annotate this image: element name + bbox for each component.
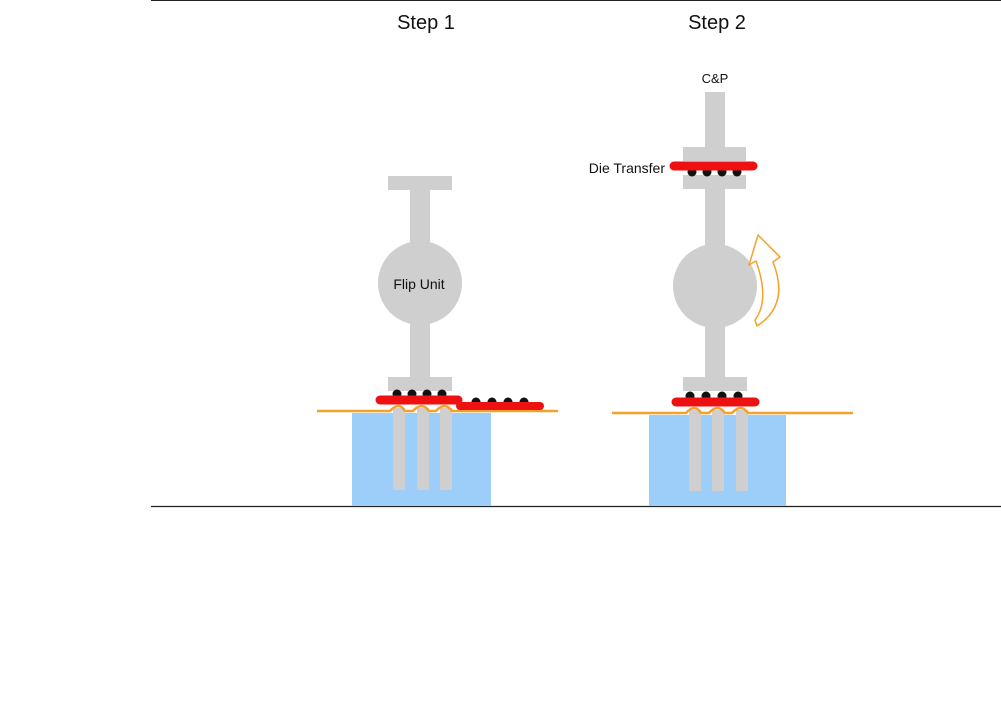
ejector-pin bbox=[417, 408, 429, 490]
flip-unit-shaft-upper bbox=[410, 189, 430, 247]
ejector-pin bbox=[736, 410, 748, 491]
step-2-title: Step 2 bbox=[688, 12, 746, 34]
flip-unit-bottom-plate bbox=[388, 377, 452, 391]
flip-unit-shaft-lower bbox=[705, 322, 725, 378]
die-transfer-label: Die Transfer bbox=[589, 160, 666, 176]
cp-upper-plate bbox=[683, 147, 746, 161]
step-2: Step 2 C&P Die Transfer bbox=[589, 12, 853, 506]
step-1: Step 1 Flip Unit bbox=[317, 12, 558, 506]
flip-unit-shaft-upper bbox=[705, 188, 725, 246]
flip-unit-body bbox=[673, 244, 757, 328]
flip-unit-label: Flip Unit bbox=[393, 276, 444, 292]
cp-shaft bbox=[705, 92, 725, 148]
flip-unit-shaft-lower bbox=[410, 320, 430, 378]
flip-unit-bottom-plate bbox=[683, 377, 747, 391]
cp-label: C&P bbox=[702, 71, 729, 86]
ejector-pin bbox=[712, 410, 724, 491]
step-1-title: Step 1 bbox=[397, 12, 455, 34]
ejector-pin bbox=[440, 408, 452, 490]
ejector-pin bbox=[689, 410, 701, 491]
flip-unit-top-plate bbox=[388, 176, 452, 190]
ejector-pin bbox=[393, 408, 405, 490]
cp-lower-plate bbox=[683, 175, 746, 189]
dicing-tape bbox=[612, 408, 853, 413]
